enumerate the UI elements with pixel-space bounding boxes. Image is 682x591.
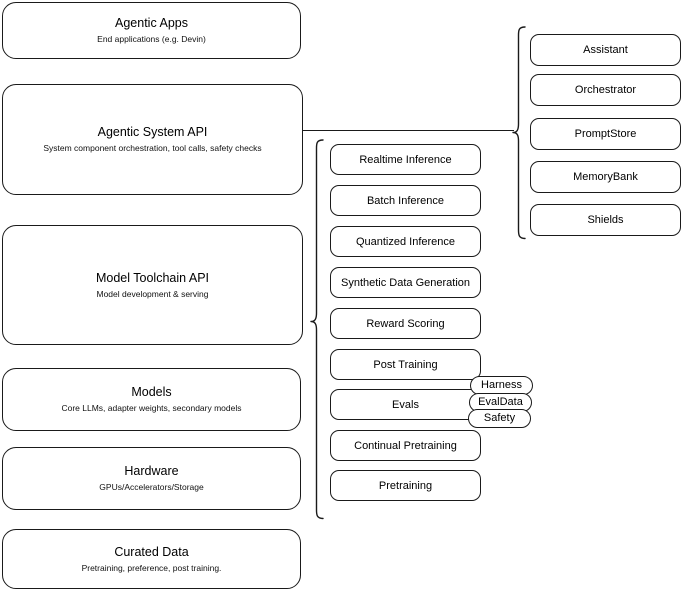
layer-subtitle: System component orchestration, tool cal… [43, 143, 262, 153]
component-box-quantized-inference[interactable]: Quantized Inference [330, 226, 481, 257]
component-box-synthetic-data-generation[interactable]: Synthetic Data Generation [330, 267, 481, 298]
layer-subtitle: End applications (e.g. Devin) [97, 34, 206, 44]
component-box-batch-inference[interactable]: Batch Inference [330, 185, 481, 216]
layer-title: Models [131, 385, 172, 399]
layer-title: Agentic System API [97, 125, 208, 139]
brace-system-components [512, 26, 526, 240]
system-component-box-shields[interactable]: Shields [530, 204, 681, 236]
eval-pill-label: EvalData [478, 396, 523, 408]
layer-subtitle: Pretraining, preference, post training. [81, 562, 222, 573]
eval-pill-label: Harness [481, 379, 522, 391]
component-label: Evals [392, 398, 419, 411]
layer-box-agentic-system-api[interactable]: Agentic System API System component orch… [2, 84, 303, 195]
layer-title: Hardware [124, 464, 179, 478]
component-label: Realtime Inference [359, 153, 452, 166]
layer-box-agentic-apps[interactable]: Agentic Apps End applications (e.g. Devi… [2, 2, 301, 59]
system-component-label: Shields [587, 214, 624, 226]
component-box-reward-scoring[interactable]: Reward Scoring [330, 308, 481, 339]
layer-box-curated-data[interactable]: Curated Data Pretraining, preference, po… [2, 529, 301, 589]
component-box-pretraining[interactable]: Pretraining [330, 470, 481, 501]
component-label: Synthetic Data Generation [340, 276, 471, 289]
component-box-post-training[interactable]: Post Training [330, 349, 481, 380]
brace-toolchain-components [310, 139, 324, 520]
eval-pill-evaldata[interactable]: EvalData [469, 393, 532, 412]
layer-subtitle: Model development & serving [96, 288, 209, 299]
component-label: Continual Pretraining [354, 439, 457, 452]
component-label: Post Training [373, 358, 438, 371]
component-label: Quantized Inference [355, 235, 456, 248]
component-box-continual-pretraining[interactable]: Continual Pretraining [330, 430, 481, 461]
connector-system-api-to-components [303, 130, 514, 131]
eval-pill-safety[interactable]: Safety [468, 409, 531, 428]
system-component-label: PromptStore [574, 128, 637, 140]
layer-box-hardware[interactable]: Hardware GPUs/Accelerators/Storage [2, 447, 301, 510]
eval-pill-label: Safety [483, 412, 516, 424]
layer-title: Agentic Apps [115, 16, 188, 30]
layer-title: Model Toolchain API [95, 270, 210, 285]
layer-title: Curated Data [114, 544, 189, 559]
system-component-label: Assistant [583, 44, 628, 56]
layer-subtitle: GPUs/Accelerators/Storage [99, 482, 204, 492]
system-component-box-assistant[interactable]: Assistant [530, 34, 681, 66]
system-component-box-orchestrator[interactable]: Orchestrator [530, 74, 681, 106]
layer-box-models[interactable]: Models Core LLMs, adapter weights, secon… [2, 368, 301, 431]
system-component-box-memorybank[interactable]: MemoryBank [530, 161, 681, 193]
component-box-evals[interactable]: Evals [330, 389, 481, 420]
system-component-box-promptstore[interactable]: PromptStore [530, 118, 681, 150]
component-box-realtime-inference[interactable]: Realtime Inference [330, 144, 481, 175]
component-label: Reward Scoring [366, 317, 445, 330]
layer-box-model-toolchain-api[interactable]: Model Toolchain API Model development & … [2, 225, 303, 345]
system-component-label: Orchestrator [574, 84, 637, 96]
system-component-label: MemoryBank [573, 171, 638, 183]
component-label: Batch Inference [366, 194, 445, 207]
layer-subtitle: Core LLMs, adapter weights, secondary mo… [61, 403, 242, 413]
component-label: Pretraining [378, 479, 433, 492]
